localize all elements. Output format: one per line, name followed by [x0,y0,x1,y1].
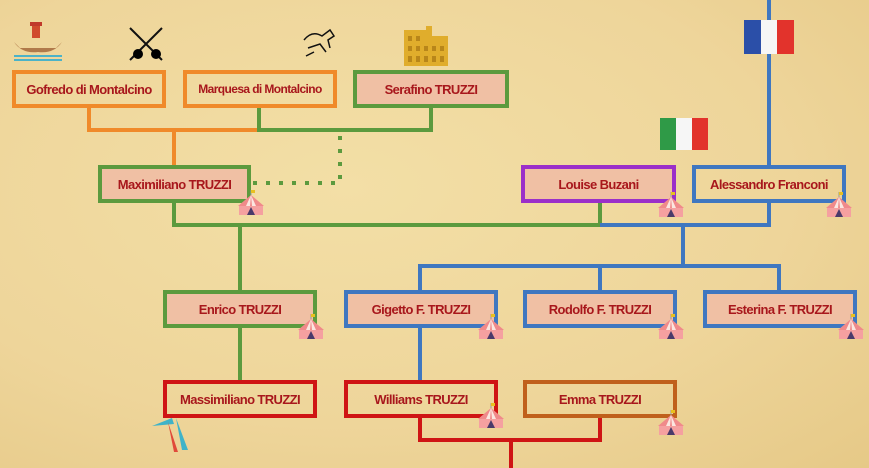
gondola-icon [14,22,62,61]
person-marquesa[interactable]: Marquesa di Montalcino [183,70,337,108]
line-williams-emma [418,417,602,442]
circus-tent-icon [656,410,686,435]
line-gofredo-marquesa [87,108,260,132]
line-alessandro [600,202,771,227]
person-gofredo[interactable]: Gofredo di Montalcino [12,70,166,108]
person-emma[interactable]: Emma TRUZZI [523,380,677,418]
person-enrico[interactable]: Enrico TRUZZI [163,290,317,328]
circus-tent-icon [236,190,266,215]
line-marquesa-serafino [257,108,433,132]
person-louise[interactable]: Louise Buzani [521,165,676,203]
circus-tent-icon [656,192,686,217]
circus-tent-icon [296,314,326,339]
italy-flag-icon [660,118,708,150]
person-gigetto[interactable]: Gigetto F. TRUZZI [344,290,498,328]
circus-tent-icon [476,314,506,339]
horse-jumping-icon [303,28,336,57]
person-alessandro[interactable]: Alessandro Franconi [692,165,846,203]
person-massimiliano[interactable]: Massimiliano TRUZZI [163,380,317,418]
circus-tent-icon [836,314,866,339]
person-maximiliano[interactable]: Maximiliano TRUZZI [98,165,251,203]
france-flag-icon [744,20,794,54]
person-williams[interactable]: Williams TRUZZI [344,380,498,418]
fencing-swords-icon [129,27,163,61]
person-serafino[interactable]: Serafino TRUZZI [353,70,509,108]
juggling-clubs-icon [152,418,188,452]
circus-tent-icon [656,314,686,339]
circus-tent-icon [824,192,854,217]
line-maximiliano-louise [172,202,602,227]
line-dotted [252,136,342,185]
person-esterina[interactable]: Esterina F. TRUZZI [703,290,857,328]
person-rodolfo[interactable]: Rodolfo F. TRUZZI [523,290,677,328]
circus-tent-icon [476,403,506,428]
colosseum-icon [404,26,448,66]
